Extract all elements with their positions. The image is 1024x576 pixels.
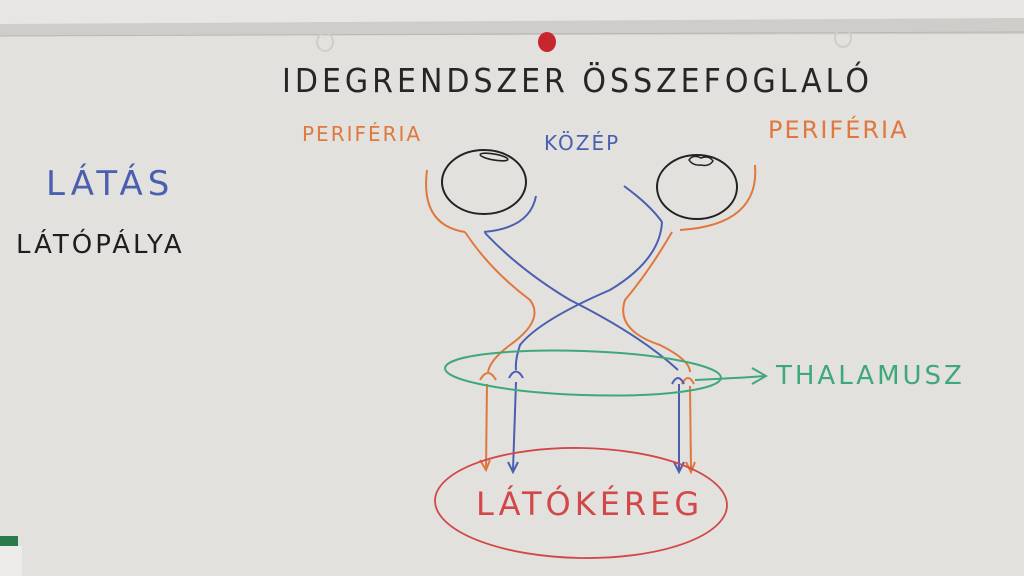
topic-label: LÁTÁS	[46, 164, 175, 204]
center-pathway	[483, 185, 685, 475]
eye-right	[656, 154, 738, 220]
red-magnet	[538, 32, 556, 52]
periphery-right-label: PERIFÉRIA	[768, 116, 909, 144]
center-label: KÖZÉP	[544, 131, 621, 155]
visual-cortex-label: LÁTÓKÉREG	[476, 485, 704, 523]
marker-pen	[0, 536, 22, 576]
thalamus	[444, 349, 769, 397]
board-title: IDEGRENDSZER ÖSSZEFOGLALÓ	[282, 62, 873, 101]
thalamus-label: THALAMUSZ	[776, 361, 965, 391]
periphery-left-label: PERIFÉRIA	[302, 122, 423, 146]
periphery-pathway	[425, 164, 757, 475]
eye-left	[441, 149, 527, 215]
clip-right	[834, 28, 852, 48]
visual-cortex	[434, 447, 728, 559]
subtopic-label: LÁTÓPÁLYA	[16, 230, 185, 260]
top-rail	[0, 0, 1024, 37]
clip-left	[316, 32, 334, 52]
